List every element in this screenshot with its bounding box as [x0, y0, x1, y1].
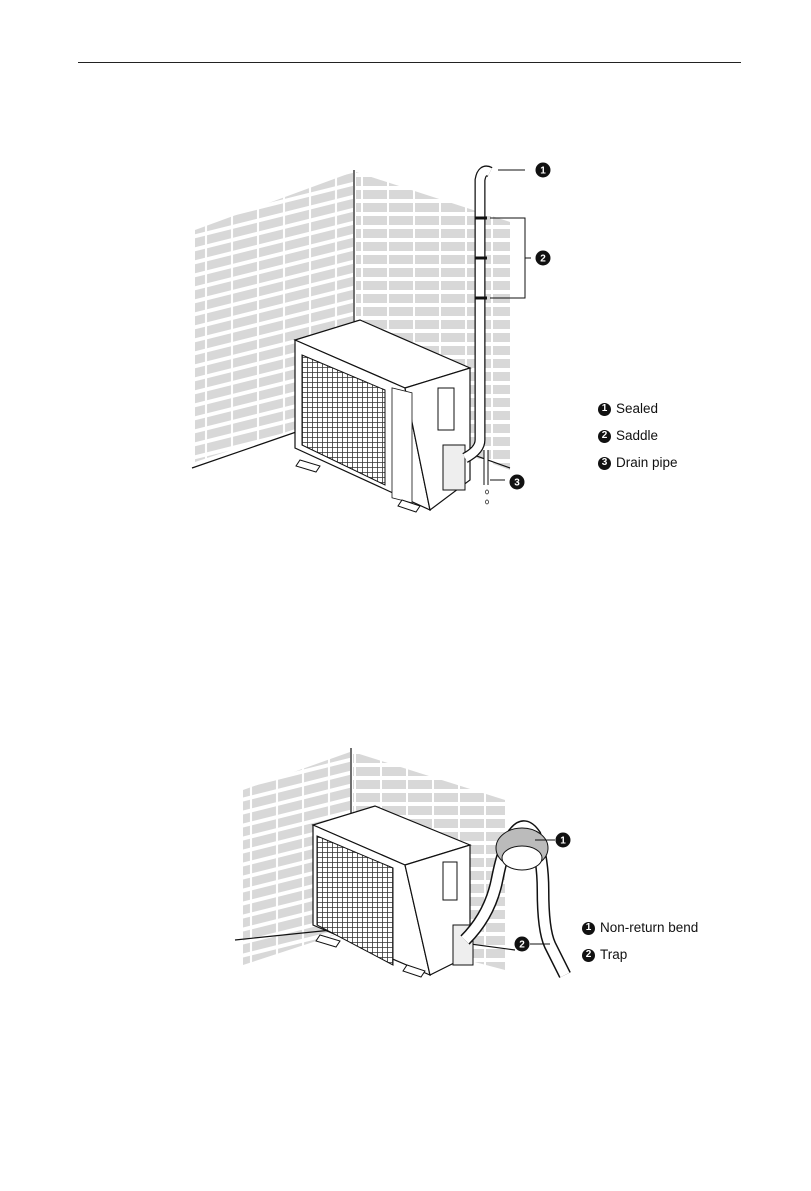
legend-top: 1 Sealed 2 Saddle 3 Drain pipe	[598, 402, 678, 483]
legend-item-saddle: 2 Saddle	[598, 429, 678, 443]
legend-item-trap: 2 Trap	[582, 948, 698, 962]
svg-text:2: 2	[519, 940, 525, 951]
callout-2: 2	[515, 937, 530, 952]
number-badge: 2	[598, 430, 611, 443]
number-badge: 1	[598, 403, 611, 416]
legend-label: Sealed	[616, 402, 658, 416]
legend-label: Trap	[600, 948, 627, 962]
callout-1: 1	[536, 163, 551, 178]
outdoor-unit-drain-pipe-illustration: 1 2 3	[180, 150, 580, 530]
legend-item-non-return-bend: 1 Non-return bend	[582, 921, 698, 935]
svg-text:2: 2	[540, 254, 546, 265]
non-return-bend-illustration: 1 2	[225, 740, 605, 1000]
callout-2: 2	[536, 251, 551, 266]
callout-3: 3	[510, 475, 525, 490]
legend-item-drain-pipe: 3 Drain pipe	[598, 456, 678, 470]
legend-label: Saddle	[616, 429, 658, 443]
header-rule	[78, 62, 741, 63]
legend-bottom: 1 Non-return bend 2 Trap	[582, 921, 698, 975]
legend-label: Non-return bend	[600, 921, 698, 935]
number-badge: 1	[582, 922, 595, 935]
svg-text:3: 3	[514, 478, 520, 489]
callout-1: 1	[556, 833, 571, 848]
number-badge: 2	[582, 949, 595, 962]
number-badge: 3	[598, 457, 611, 470]
legend-label: Drain pipe	[616, 456, 678, 470]
legend-item-sealed: 1 Sealed	[598, 402, 678, 416]
svg-text:1: 1	[560, 836, 566, 847]
svg-text:1: 1	[540, 166, 546, 177]
